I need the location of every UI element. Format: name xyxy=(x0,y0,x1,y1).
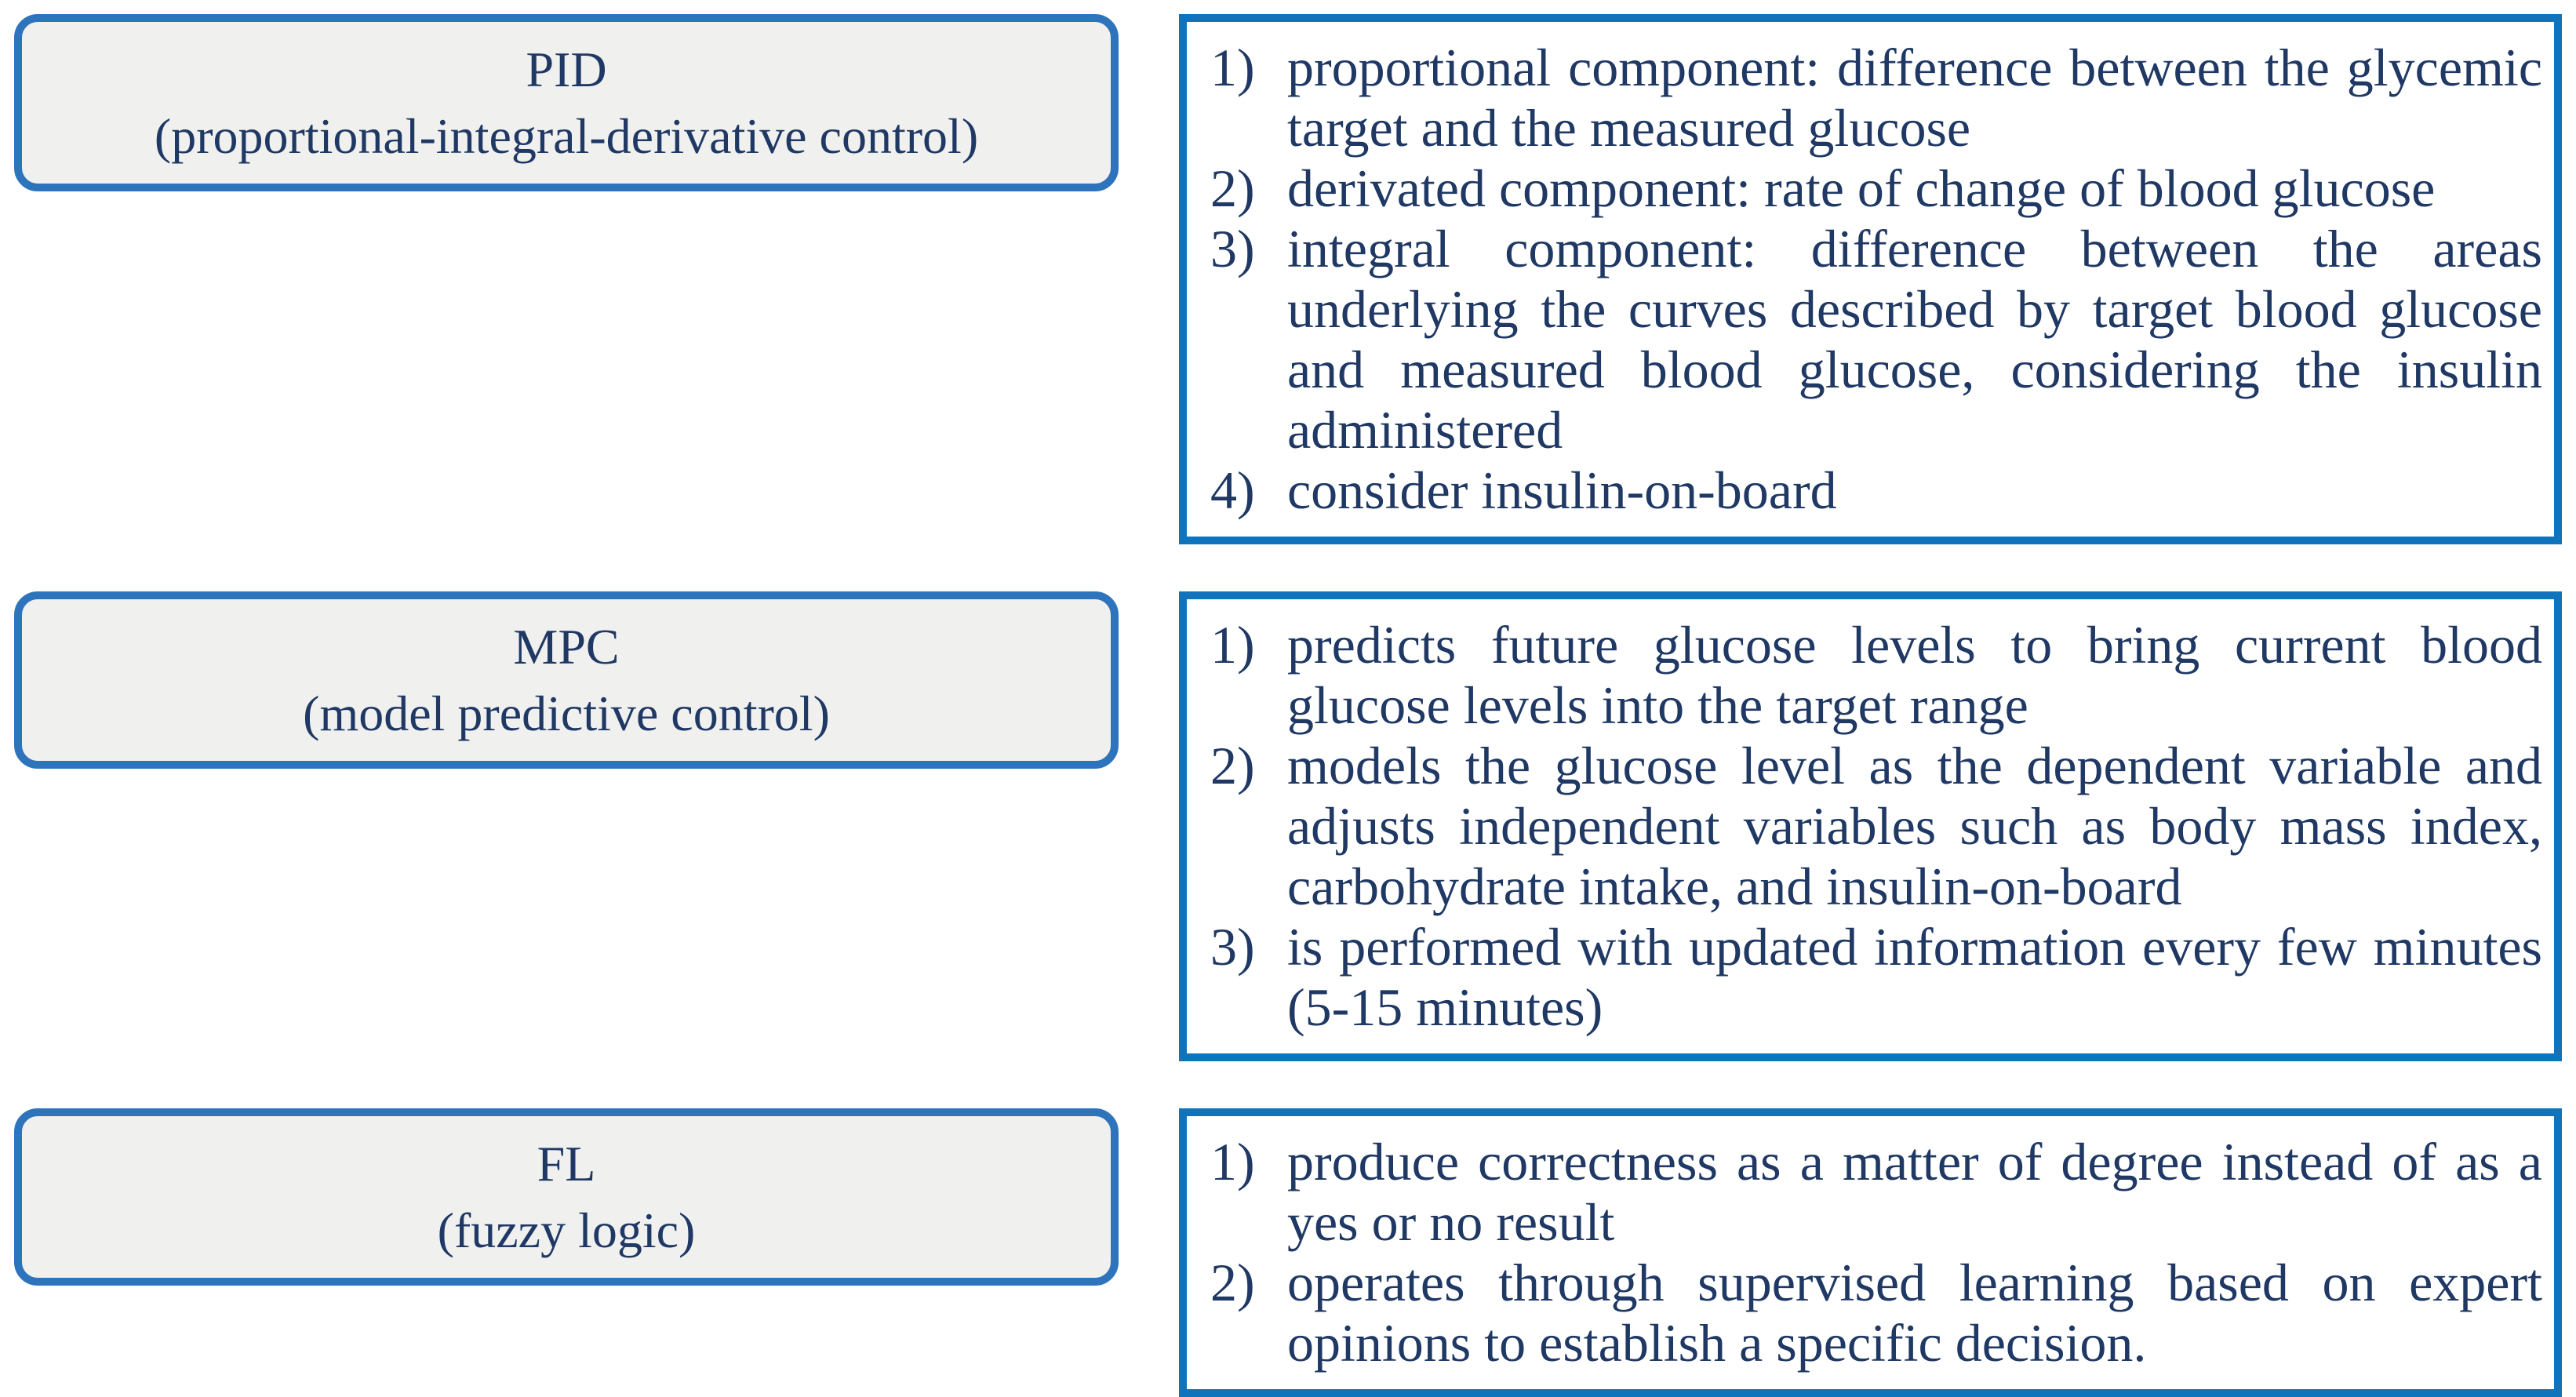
list-item-marker: 2) xyxy=(1210,1253,1255,1312)
pid-full-name: (proportional-integral-derivative contro… xyxy=(154,108,979,164)
list-item-text: proportional component: difference betwe… xyxy=(1287,38,2542,158)
fl-label-box: FL (fuzzy logic) xyxy=(14,1108,1119,1286)
fl-detail-box: 1) produce correctness as a matter of de… xyxy=(1179,1108,2562,1397)
list-item-text: operates through supervised learning bas… xyxy=(1287,1253,2542,1373)
row-mpc: MPC (model predictive control) 1) predic… xyxy=(14,591,2562,1061)
list-item: 4) consider insulin-on-board xyxy=(1210,460,2542,521)
list-item-text: produce correctness as a matter of degre… xyxy=(1287,1132,2542,1252)
list-item: 2) derivated component: rate of change o… xyxy=(1210,158,2542,219)
pid-acronym: PID xyxy=(526,42,607,97)
control-algorithms-diagram: PID (proportional-integral-derivative co… xyxy=(14,14,2562,1397)
mpc-full-name: (model predictive control) xyxy=(303,686,830,741)
list-item-marker: 2) xyxy=(1210,736,1255,795)
list-item-text: models the glucose level as the dependen… xyxy=(1287,736,2542,916)
mpc-acronym: MPC xyxy=(513,619,620,675)
list-item: 1) proportional component: difference be… xyxy=(1210,38,2542,158)
list-item-text: predicts future glucose levels to bring … xyxy=(1287,615,2542,735)
mpc-label-box: MPC (model predictive control) xyxy=(14,591,1119,769)
pid-label-box: PID (proportional-integral-derivative co… xyxy=(14,14,1119,191)
list-item-marker: 4) xyxy=(1210,460,1255,520)
list-item: 2) operates through supervised learning … xyxy=(1210,1253,2542,1373)
list-item-marker: 1) xyxy=(1210,615,1255,675)
list-item-text: derivated component: rate of change of b… xyxy=(1287,158,2436,218)
fl-acronym: FL xyxy=(537,1136,596,1191)
list-item: 1) predicts future glucose levels to bri… xyxy=(1210,615,2542,736)
pid-detail-box: 1) proportional component: difference be… xyxy=(1179,14,2562,544)
list-item: 1) produce correctness as a matter of de… xyxy=(1210,1132,2542,1253)
list-item-marker: 3) xyxy=(1210,917,1255,977)
list-item-text: integral component: difference between t… xyxy=(1287,219,2542,460)
list-item: 3) integral component: difference betwee… xyxy=(1210,219,2542,460)
fl-full-name: (fuzzy logic) xyxy=(437,1202,696,1258)
list-item-marker: 2) xyxy=(1210,158,1255,218)
list-item-marker: 1) xyxy=(1210,1132,1255,1191)
list-item-text: is performed with updated information ev… xyxy=(1287,917,2542,1037)
list-item-marker: 1) xyxy=(1210,38,1255,97)
list-item-marker: 3) xyxy=(1210,219,1255,278)
mpc-detail-box: 1) predicts future glucose levels to bri… xyxy=(1179,591,2562,1061)
list-item: 2) models the glucose level as the depen… xyxy=(1210,736,2542,917)
list-item: 3) is performed with updated information… xyxy=(1210,917,2542,1038)
row-fl: FL (fuzzy logic) 1) produce correctness … xyxy=(14,1108,2562,1397)
list-item-text: consider insulin-on-board xyxy=(1287,460,1837,520)
row-pid: PID (proportional-integral-derivative co… xyxy=(14,14,2562,544)
